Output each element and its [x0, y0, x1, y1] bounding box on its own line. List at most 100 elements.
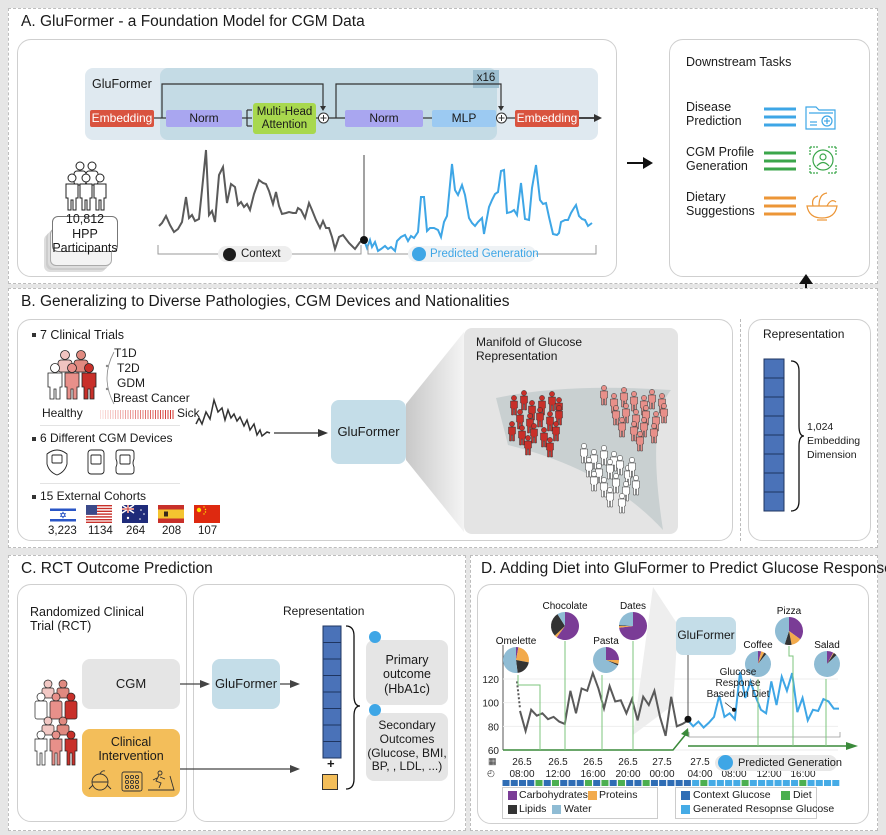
predicted-glucose-line	[363, 163, 593, 254]
context-label: Context	[241, 248, 281, 260]
robot-icon	[718, 755, 733, 770]
x-tick-time: 08:00	[721, 769, 746, 780]
glucose-diet-chart: 6080100120▦◴26.508:0026.512:0026.516:002…	[482, 587, 858, 786]
pie-slice-lipids	[619, 625, 633, 626]
clock-icon: ◴	[487, 768, 495, 778]
pie-slice-water	[593, 647, 618, 673]
treadmill-icon	[148, 770, 175, 791]
person-icon	[520, 390, 528, 411]
x-tick-date: 26.5	[583, 757, 603, 768]
pie-slice-carbohydrates	[758, 651, 762, 664]
person-icon	[618, 493, 626, 514]
sequence-token	[708, 780, 716, 786]
gluformer-block-d: GluFormer	[676, 617, 736, 655]
person-icon	[630, 421, 638, 442]
meal-label: Dates	[620, 601, 646, 612]
legend-swatch-proteins	[588, 791, 597, 800]
sequence-token	[716, 780, 724, 786]
sequence-token	[535, 780, 543, 786]
pathologies-card: 7 Clinical Trials T1D T2D GDM Breast Can…	[17, 319, 733, 541]
panel-d-title: D. Adding Diet into GluFormer to Predict…	[481, 560, 886, 577]
sequence-token	[626, 780, 634, 786]
person-icon	[606, 459, 614, 480]
legend-label-lipids: Lipids	[519, 803, 547, 815]
sequence-token	[749, 780, 757, 786]
rct-label: Randomized Clinical Trial (RCT)	[30, 605, 144, 634]
y-tick-label: 60	[488, 746, 500, 757]
predicted-badge	[408, 246, 536, 262]
embedding-cell	[763, 472, 785, 493]
x-tick-time: 00:00	[649, 769, 674, 780]
intervention-label: Clinical Intervention	[98, 735, 164, 764]
participants-label: 10,812 HPP Participants	[52, 212, 118, 256]
cohort-count-spain: 208	[162, 525, 182, 537]
legend-swatch-diet	[781, 791, 790, 800]
sequence-token	[667, 780, 675, 786]
meal-label: Chocolate	[542, 601, 587, 612]
pie-slice-carbohydrates	[789, 617, 803, 640]
panel-b-title: B. Generalizing to Diverse Pathologies, …	[21, 293, 510, 310]
sequence-token	[560, 780, 568, 786]
representation-card: Representation 1,024 Embedding Dimension	[748, 319, 871, 541]
x-tick-time: 16:00	[580, 769, 605, 780]
diet-event-line	[517, 675, 541, 750]
norm-block-1: Norm	[166, 110, 242, 127]
embedding-cell	[763, 491, 785, 512]
cohort-count-australia: 264	[126, 525, 146, 537]
embedding-brace	[790, 360, 805, 512]
zoom-cone	[406, 332, 464, 532]
usa-flag-icon	[86, 505, 112, 523]
legend-label-generated-glucose: Generated Resopnse Glucose	[693, 803, 835, 815]
y-tick-label: 100	[482, 699, 499, 710]
profile-lines-icon	[764, 151, 796, 171]
australia-flag-icon	[121, 504, 148, 523]
cohorts-title: 15 External Cohorts	[40, 489, 147, 503]
gluformer-block-b: GluFormer	[331, 400, 406, 464]
person-icon	[528, 400, 536, 421]
pie-slice-water	[619, 612, 633, 626]
sequence-token	[832, 780, 840, 786]
condition-gdm: GDM	[117, 376, 145, 390]
pills-icon	[121, 771, 143, 792]
pie-slice-lipids	[516, 660, 529, 673]
rct-model-card: GluFormer Representation + Primary outco…	[180, 584, 455, 822]
cohort-count-china: 107	[198, 525, 218, 537]
legend-label-proteins: Proteins	[599, 789, 638, 801]
embedding-output-block: Embedding	[515, 110, 579, 127]
predicted-badge-d	[715, 755, 837, 771]
mlp-block: MLP	[432, 110, 496, 127]
pie-slice-water	[503, 647, 518, 673]
sequence-token	[733, 780, 741, 786]
downstream-title: Downstream Tasks	[686, 55, 792, 69]
sequence-token	[543, 780, 551, 786]
axis-arrowhead	[681, 728, 689, 737]
sequence-token	[584, 780, 592, 786]
legend-label-diet: Diet	[793, 789, 812, 801]
rct-arrows	[180, 680, 300, 773]
gluformer-label: GluFormer	[92, 77, 152, 91]
people-group-icon	[65, 161, 107, 211]
divider	[40, 483, 180, 484]
context-time-axis	[503, 733, 687, 751]
legend-label-context-glucose: Context Glucose	[693, 789, 771, 801]
x-tick-time: 12:00	[756, 769, 781, 780]
person-icon	[632, 475, 640, 496]
outcome-brace	[345, 625, 361, 790]
diet-event-line	[788, 646, 794, 746]
sequence-token	[782, 780, 790, 786]
context-badge	[218, 246, 292, 262]
x-tick-time: 16:00	[790, 769, 815, 780]
cgm-devices-icon	[46, 449, 135, 476]
embedding-cell	[322, 625, 342, 643]
person-icon	[612, 473, 620, 494]
axis-arrowhead	[846, 742, 858, 750]
bullet	[32, 495, 36, 499]
pie-slice-lipids	[606, 660, 619, 666]
pie-slice-proteins	[827, 652, 834, 664]
glucose-response-annotation: Glucose Response Based on Diet	[706, 667, 770, 700]
embedding-cell	[763, 377, 785, 398]
downstream-tasks-card: Downstream Tasks Disease Prediction CGM …	[669, 39, 870, 277]
user-cycle-icon	[809, 146, 837, 174]
pie-slice-carbohydrates	[619, 612, 647, 640]
